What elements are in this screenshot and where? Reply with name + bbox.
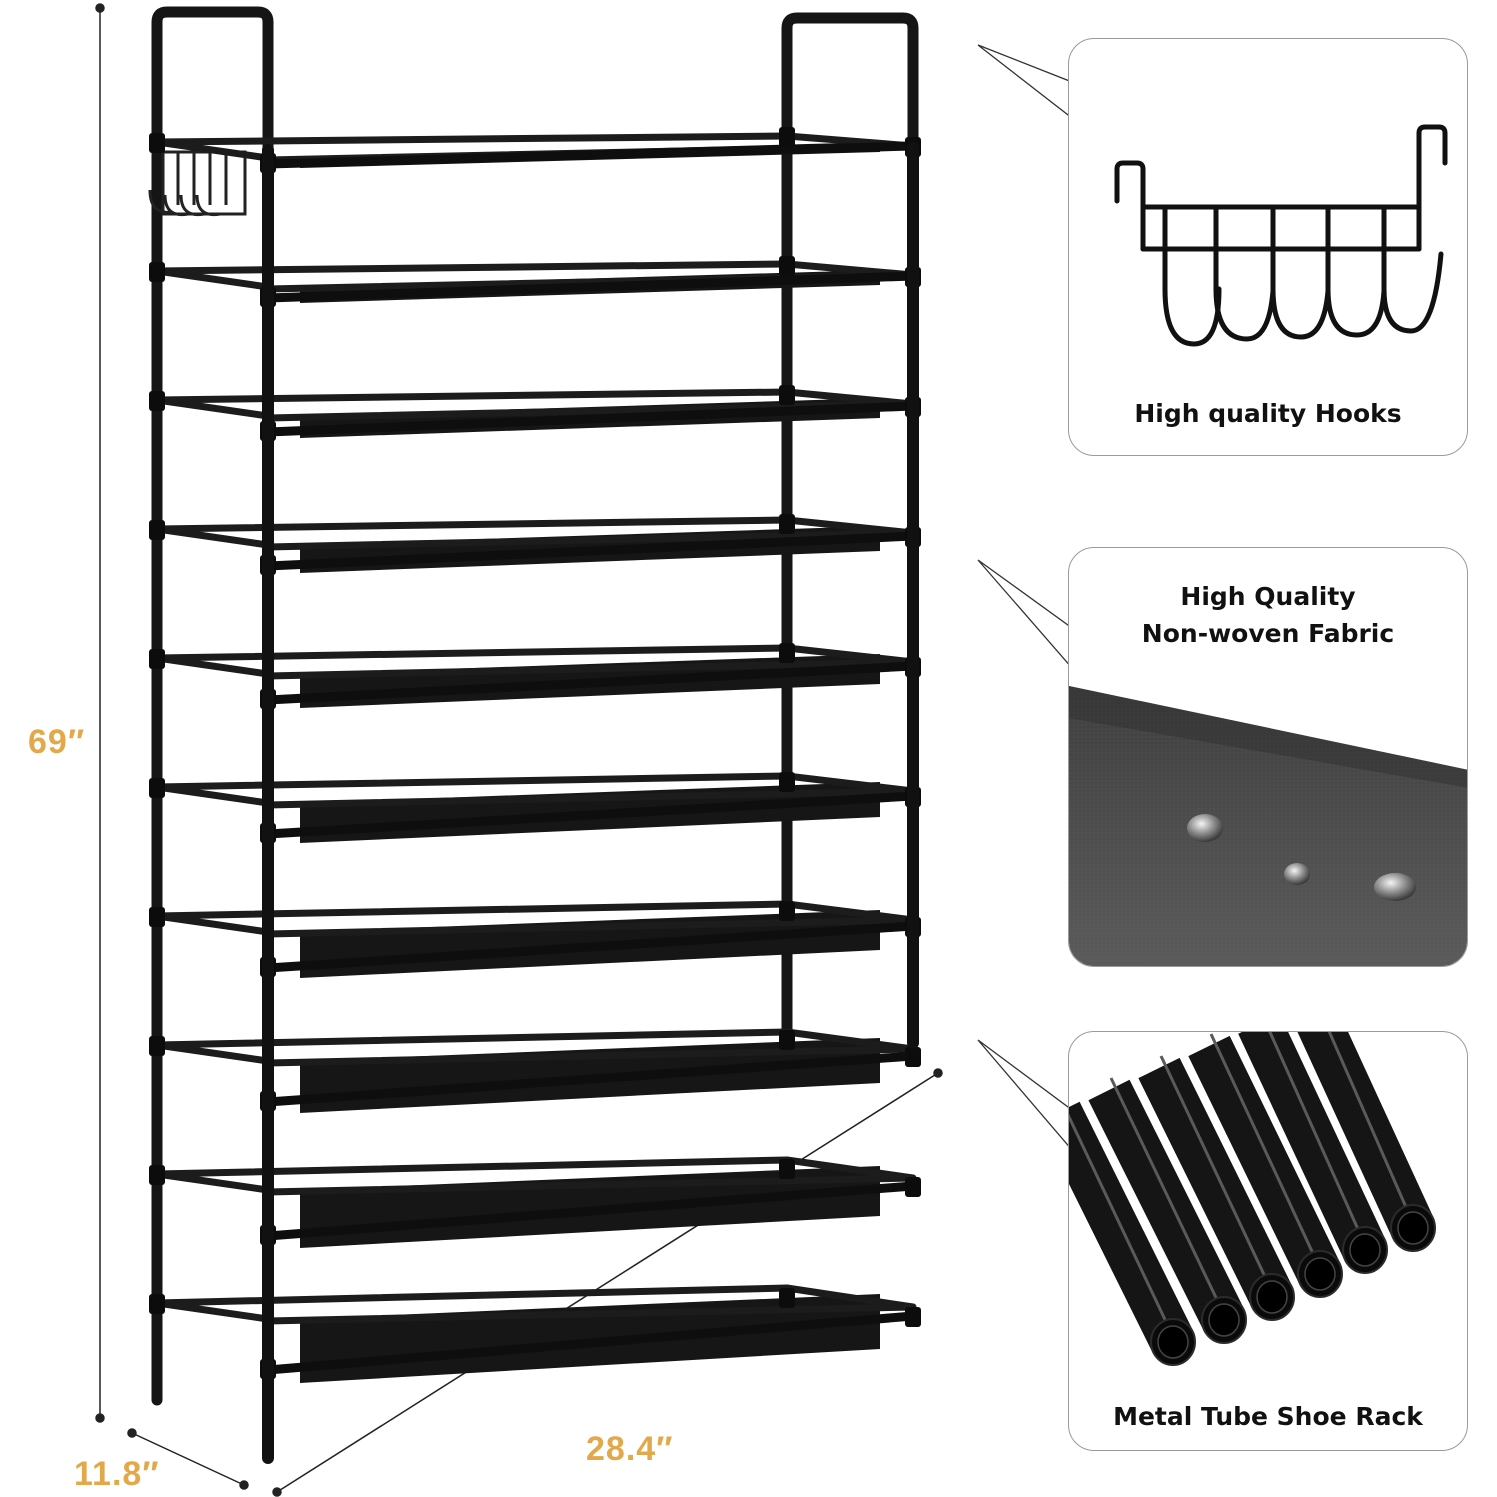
- callout-pointers: [977, 44, 1073, 1152]
- hook-rack-icon: [1114, 124, 1448, 347]
- shelf: [149, 385, 921, 441]
- width-label: 28.4″: [580, 1430, 680, 1469]
- dimension-lines: [95, 3, 943, 1497]
- front-posts: [262, 142, 919, 1464]
- shelf: [149, 127, 921, 173]
- feature-panel-fabric: High Quality Non-woven Fabric: [1068, 547, 1468, 967]
- shelf: [149, 514, 921, 575]
- shelf: [149, 772, 921, 843]
- caption-hooks: High quality Hooks: [1134, 399, 1402, 428]
- caption-fabric-line2: Non-woven Fabric: [1141, 619, 1395, 648]
- back-posts: [151, 6, 919, 1406]
- side-hook-rack: [148, 150, 247, 217]
- metal-tube: [1188, 1033, 1343, 1298]
- shoe-rack: [148, 6, 921, 1464]
- metal-tube: [1088, 1077, 1247, 1344]
- shelf: [149, 1028, 921, 1113]
- shelf: [149, 643, 921, 709]
- metal-tube: [1238, 1032, 1388, 1274]
- metal-tubes-icon: [1069, 1032, 1436, 1366]
- fabric-with-water-drops-icon: [1069, 686, 1467, 966]
- depth-label: 11.8″: [68, 1455, 166, 1494]
- caption-fabric-line1: High Quality: [1180, 582, 1356, 611]
- feature-panel-hooks: High quality Hooks: [1068, 38, 1468, 456]
- metal-tube: [1069, 1101, 1196, 1366]
- metal-tube: [1138, 1055, 1295, 1321]
- metal-tube: [1297, 1032, 1436, 1252]
- height-label: 69″: [22, 723, 92, 762]
- feature-panel-tubes: Metal Tube Shoe Rack: [1068, 1031, 1468, 1451]
- caption-tubes: Metal Tube Shoe Rack: [1113, 1402, 1423, 1431]
